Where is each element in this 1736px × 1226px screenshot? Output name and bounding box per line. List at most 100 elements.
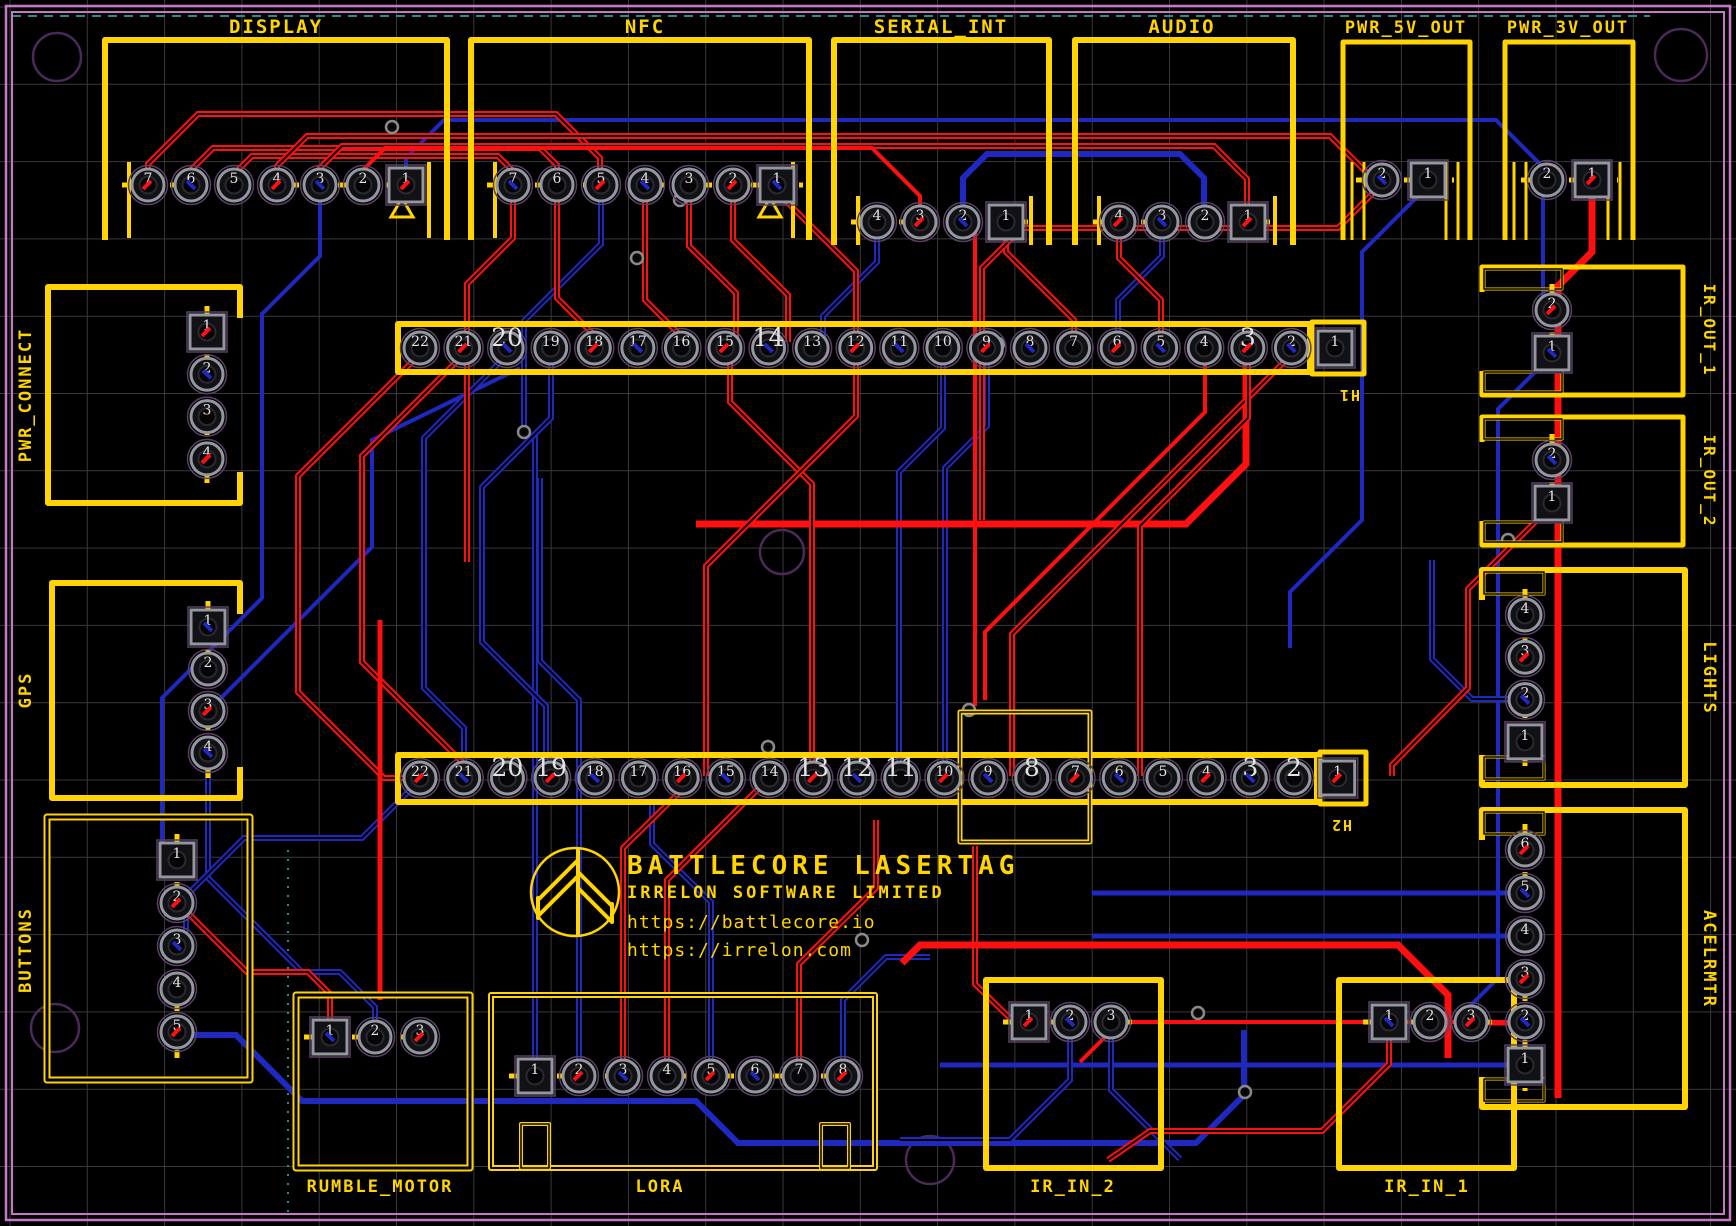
pad-h2-8[interactable]: 8 xyxy=(1011,753,1053,799)
pad-h2-11[interactable]: 11 xyxy=(880,753,921,799)
pad-h2-14[interactable]: 14 xyxy=(749,757,790,799)
trace-front[interactable] xyxy=(642,190,690,345)
silkscreen-outline[interactable] xyxy=(1309,319,1367,377)
pad-stub xyxy=(836,1070,848,1082)
silkscreen-outline[interactable] xyxy=(395,752,1320,805)
pad-h1-1[interactable]: 1 xyxy=(1314,327,1356,369)
pad-h1-19[interactable]: 19 xyxy=(530,327,571,369)
mounting-hole[interactable] xyxy=(31,31,83,83)
pad-serial_int-1[interactable]: 1 xyxy=(985,201,1027,243)
pad-lights-1[interactable]: 1 xyxy=(1504,721,1546,763)
silkscreen-outline[interactable] xyxy=(1502,39,1636,240)
pad-gps-2[interactable]: 2 xyxy=(187,648,229,690)
pad-display-5[interactable]: 5 xyxy=(213,164,255,206)
pad-serial_int-4[interactable]: 4 xyxy=(856,201,898,243)
pad-pwr_5v_out-1[interactable]: 1 xyxy=(1407,159,1449,201)
pad-h1-10[interactable]: 10 xyxy=(922,327,964,369)
pad-h1-13[interactable]: 13 xyxy=(791,327,833,369)
silkscreen-outline[interactable] xyxy=(1512,162,1622,240)
pad-h2-5[interactable]: 5 xyxy=(1142,757,1184,799)
pad-ir_in_1-1[interactable]: 1 xyxy=(1368,1001,1410,1043)
trace-front xyxy=(729,354,813,776)
pad-h1-7[interactable]: 7 xyxy=(1053,327,1094,369)
pad-ir_in_2-3[interactable]: 3 xyxy=(1090,1001,1132,1043)
mounting-hole[interactable] xyxy=(29,1002,81,1054)
pad-buttons-4[interactable]: 4 xyxy=(156,968,198,1010)
trace-front[interactable] xyxy=(686,190,739,342)
mounting-hole[interactable] xyxy=(1653,27,1709,83)
pad-h2-17[interactable]: 17 xyxy=(618,757,659,799)
pad-nfc-6[interactable]: 6 xyxy=(536,164,578,206)
trace-back[interactable] xyxy=(896,354,946,776)
pad-stub xyxy=(1331,772,1343,784)
silkscreen-outline[interactable] xyxy=(1072,37,1296,245)
pad-nfc-3[interactable]: 3 xyxy=(668,164,710,206)
silkscreen-outline[interactable] xyxy=(49,580,243,801)
trace-back[interactable] xyxy=(840,954,930,1072)
pad-ir_out_2-1[interactable]: 1 xyxy=(1531,482,1573,524)
pad-number: 1 xyxy=(1521,1051,1530,1067)
trace-back[interactable] xyxy=(1288,184,1430,648)
trace-back[interactable] xyxy=(206,366,521,713)
silkscreen-outline[interactable] xyxy=(1336,977,1517,1171)
silkscreen-outline[interactable] xyxy=(1479,807,1688,1110)
pad-display-2[interactable]: 2 xyxy=(342,164,384,206)
silkscreen-outline[interactable] xyxy=(45,284,243,506)
trace-back[interactable] xyxy=(960,151,1207,226)
mounting-hole[interactable] xyxy=(904,1134,956,1186)
pad-h2-13[interactable]: 13 xyxy=(793,753,834,799)
silkscreen-outline[interactable] xyxy=(1479,264,1686,398)
trace-back xyxy=(822,226,878,344)
pad-number: 4 xyxy=(873,208,882,224)
silkscreen-outline[interactable] xyxy=(468,37,812,240)
pad-stub xyxy=(413,1031,425,1043)
pad-audio-2[interactable]: 2 xyxy=(1184,201,1226,243)
pad-acelrmtr-2[interactable]: 2 xyxy=(1504,1001,1546,1043)
label-pwr_connect: PWR_CONNECT xyxy=(16,328,36,463)
pad-pwr_connect-3[interactable]: 3 xyxy=(186,396,228,437)
aux-guides xyxy=(12,15,1650,1222)
silkscreen-outline[interactable] xyxy=(1482,810,1546,836)
silkscreen-outline[interactable] xyxy=(831,37,1052,245)
silkscreen-outline[interactable] xyxy=(1482,570,1546,596)
silkscreen-outline[interactable] xyxy=(519,1122,551,1170)
pad-h1-8[interactable]: 8 xyxy=(1009,327,1051,369)
pad-pwr_3v_out-2[interactable]: 2 xyxy=(1526,159,1568,201)
pad-h1-22[interactable]: 22 xyxy=(399,327,441,369)
silkscreen-outline[interactable] xyxy=(1340,39,1473,240)
trace-back[interactable] xyxy=(1456,353,1554,1020)
silkscreen-outline[interactable] xyxy=(1479,414,1686,548)
silkscreen-outline[interactable] xyxy=(1479,567,1688,788)
pad-buttons-1[interactable]: 1 xyxy=(156,839,198,881)
pad-h2-20[interactable]: 20 xyxy=(487,753,528,799)
trace-front[interactable] xyxy=(703,354,859,776)
pad-acelrmtr-1[interactable]: 1 xyxy=(1504,1044,1546,1086)
pad-number: 9 xyxy=(984,764,993,780)
trace-back[interactable] xyxy=(183,777,423,932)
pad-lora-4[interactable]: 4 xyxy=(646,1055,688,1097)
pad-ir_in_1-2[interactable]: 2 xyxy=(1409,1001,1451,1043)
silkscreen-outline[interactable] xyxy=(983,977,1164,1171)
trace-front[interactable] xyxy=(983,354,1207,700)
trace-back[interactable] xyxy=(160,190,322,846)
silkscreen-outline[interactable] xyxy=(1350,162,1460,240)
title-block[interactable]: BATTLECORE LASERTAG IRRELON SOFTWARE LIM… xyxy=(529,846,1019,961)
pad-lights-4[interactable]: 4 xyxy=(1504,594,1546,636)
pad-rumble_motor-2[interactable]: 2 xyxy=(354,1016,396,1058)
pad-lora-7[interactable]: 7 xyxy=(778,1055,820,1097)
pad-h1-4[interactable]: 4 xyxy=(1184,327,1225,369)
mounting-hole[interactable] xyxy=(758,528,806,576)
pad-stub xyxy=(704,1070,716,1082)
pad-h2-2[interactable]: 2 xyxy=(1273,753,1315,799)
pad-lora-1[interactable]: 1 xyxy=(514,1055,556,1097)
pad-number: 3 xyxy=(204,697,213,713)
pad-h2-15[interactable]: 15 xyxy=(705,757,747,799)
pad-h2-3[interactable]: 3 xyxy=(1230,753,1271,799)
silkscreen-outline[interactable] xyxy=(102,37,450,240)
trace-back[interactable] xyxy=(205,753,378,1028)
pad-h1-14[interactable]: 14 xyxy=(748,323,789,369)
pad-h1-16[interactable]: 16 xyxy=(661,327,702,369)
pad-acelrmtr-4[interactable]: 4 xyxy=(1504,915,1546,957)
